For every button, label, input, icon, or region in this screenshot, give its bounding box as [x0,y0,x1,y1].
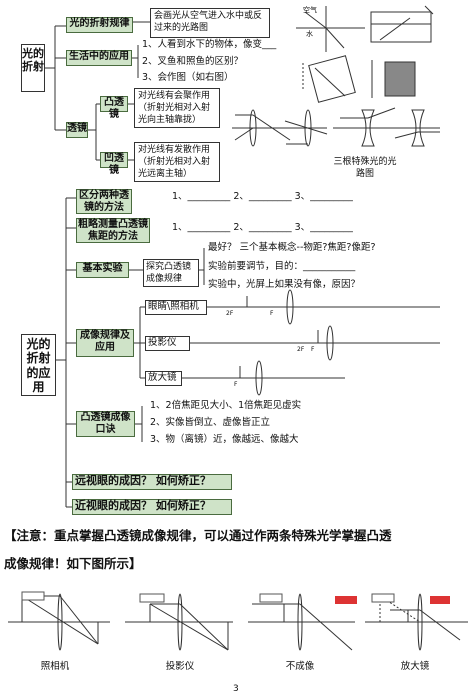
imaging-box: 成像规律及应用 [76,329,134,357]
root-application: 光的折射的应用 [21,334,56,396]
experiment-line-3: 实验中，光屏上如果没有像，原因？ [208,279,361,290]
distinguish-box: 区分两种透镜的方法 [76,189,132,214]
page-number: 3 [233,684,239,694]
imaging-camera: 眼睛\照相机 [145,300,207,315]
life-item-1: 1、人看到水下的物体，像变___ [142,39,277,50]
measure-blanks: 1、_________ 2、_________ 3、_________ [172,222,353,233]
mnemonic-line-2: 2、实像皆倒立、虚像皆正立 [150,417,271,428]
air-label: 空气 [303,6,317,14]
convex-box: 凸透镜 [100,96,128,120]
experiment-line-2: 实验前要调节，目的：___________ [208,261,356,272]
mnemonic-box: 凸透镜成像口诀 [76,411,135,437]
convex-desc: 对光线有会聚作用（折射光相对入射光向主轴靠拢） [134,88,220,128]
experiment-box: 基本实验 [76,262,129,278]
concave-desc: 对光线有发散作用（折射光相对入射光远离主轴） [134,142,220,182]
note-line-1: 【注意：重点掌握凸透镜成像规律，可以通过作两条特殊光学掌握凸透 [4,528,392,543]
distinguish-blanks: 1、_________ 2、_________ 3、_________ [172,191,353,202]
experiment-sub: 探究凸透镜成像规律 [143,259,199,287]
farsight-box: 远视眼的成因？ 如何矫正？ [72,474,232,490]
caption-camera: 照相机 [40,661,70,672]
mnemonic-line-1: 1、2倍焦距见大小、1倍焦距见虚实 [150,400,302,411]
magnifier-f-label: F [234,381,238,388]
mnemonic-line-3: 3、物（离镜）近，像越远、像越大 [150,434,299,445]
lens-box: 透镜 [66,122,88,138]
experiment-line-1: 最好？ 三个基本概念--物距?焦距?像距? [208,242,376,253]
caption-no-image: 不成像 [285,661,315,672]
water-label: 水 [306,30,313,38]
special-rays-label: 三根特殊光的光路图 [333,157,397,180]
imaging-magnifier: 放大镜 [145,371,182,386]
caption-magnifier: 放大镜 [400,661,430,672]
camera-f-label: F [270,310,274,317]
measure-box: 粗略测量凸透镜焦距的方法 [76,218,150,243]
life-item-2: 2、叉鱼和照鱼的区别？ [142,56,244,67]
note-line-2: 成像规律！如下图所示】 [4,556,142,571]
projector-2f-label: 2F [297,346,305,353]
imaging-projector: 投影仪 [145,336,190,351]
caption-projector: 投影仪 [165,661,195,672]
projector-f-label: F [311,346,315,353]
life-app-box: 生活中的应用 [66,50,132,66]
life-item-3: 3、会作图（如右图） [142,72,234,83]
nearsight-box: 近视眼的成因？ 如何矫正？ [72,499,232,515]
root-refraction: 光的折射 [21,44,45,92]
law-box: 光的折射规律 [66,17,133,33]
concave-box: 凹透镜 [100,152,128,176]
law-desc: 会画光从空气进入水中或反过来的光路图 [150,8,270,38]
camera-2f-label: 2F [226,310,234,317]
